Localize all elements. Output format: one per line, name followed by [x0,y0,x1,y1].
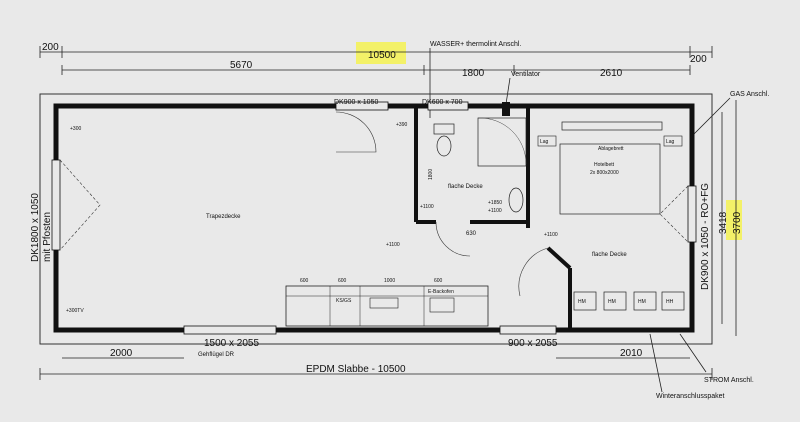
dim-bottom-right: 2010 [620,348,643,359]
window-left-side [51,159,61,251]
dim-left-offset: 200 [42,42,59,53]
socket-1100b: +1100 [488,208,502,214]
dim-segment-right: 2610 [600,68,623,79]
dim-630: 630 [466,231,477,237]
socket-300tv: +300TV [66,308,84,314]
window-top-left [335,101,389,111]
cabinet-width-4: 600 [434,278,443,284]
top-dimension-lines [39,46,713,75]
socket-300: +300 [70,126,81,132]
socket-1100: +1100 [420,204,434,210]
main-entrance-door [183,325,277,335]
bathroom: flache Decke 1800 +1850 +1100 +1100 +390 [396,117,527,214]
door-main-room-swing [335,111,377,153]
dim-segment-middle: 1800 [462,68,485,79]
dim-1800: 1800 [428,169,434,180]
shelf-label: Ablagebrett [598,146,624,152]
wardrobe-4: HH [666,299,674,305]
window-right-side [687,185,697,243]
gas-connection-label: GAS Anschl. [730,91,769,98]
bedroom: Ablagebrett Hotelbett 2x 800x2000 Lag La… [537,121,685,311]
socket-390: +390 [396,122,407,128]
ventilator-box [502,102,510,116]
bedroom-entrance-door [499,325,557,335]
wash-basin [508,187,524,213]
dim-segment-left: 5670 [230,60,253,71]
door-main-note: Gehflügel DR [198,352,235,358]
dim-bottom-slab: EPDM Slabbe - 10500 [306,364,406,375]
window-right-side-label: DK900 x 1050 - RO+FG [700,183,711,290]
water-connection-label: WASSER+ thermolint Anschl. [430,41,521,48]
power-connection-label: STROM Anschl. [704,377,754,384]
ventilator-label: Ventilator [511,71,541,78]
oven-label: E-Backofen [428,289,454,295]
wardrobe-1: HM [578,299,586,305]
fridge-label: KS/GS [336,298,352,304]
cabinet-width-3: 1000 [384,278,395,284]
dim-total-width: 10500 [368,50,396,61]
socket-1100c: +1100 [544,232,558,238]
gas-leader [689,97,731,139]
winter-package-label: Winteranschlusspaket [656,393,725,400]
window-top-middle-label: DK600 x 700 [422,99,463,106]
shelf-board [561,121,663,131]
ventilator-leader [505,77,511,105]
winter-leader [649,333,663,393]
nightstand-left: Lag [540,139,549,145]
door-main-size: 1500 x 2055 [204,338,259,349]
door-bedroom-size: 900 x 2055 [508,338,558,349]
toilet [436,135,452,157]
window-right-swing [659,185,689,243]
socket-1100d: +1100 [386,242,400,248]
nightstand-right: Lag [666,139,675,145]
outer-slab-outline [39,93,713,345]
dim-height-total: 3700 [732,211,743,234]
bed-size: 2x 800x2000 [590,170,619,176]
dim-height-inner: 3418 [718,211,729,234]
bed-label: Hotelbett [594,162,615,168]
window-top-left-label: DK900 x 1050 [334,99,378,106]
bottom-dimension-lines [39,357,713,380]
highlight-total-width [356,42,406,64]
door-bath-swing [435,221,471,257]
cabinet-width-1: 600 [300,278,309,284]
sink [369,297,399,309]
door-bedroom-swing [518,247,549,297]
kitchen-counter: KS/GS E-Backofen [285,285,489,327]
shower-tray [477,117,527,167]
window-left-side-label: DK1800 x 1050 [30,193,41,262]
bedroom-ceiling-label: flache Decke [592,252,627,258]
dim-right-offset: 200 [690,54,707,65]
window-left-swing [59,159,101,251]
power-leader [679,333,707,373]
main-ceiling-label: Trapezdecke [206,214,241,220]
highlight-height [726,200,742,240]
wardrobe-3: HM [638,299,646,305]
socket-1850: +1850 [488,200,502,206]
bath-ceiling-label: flache Decke [448,184,483,190]
window-top-middle [427,101,469,111]
window-left-side-note: mit Pfosten [42,212,53,262]
oven [429,297,455,313]
bed [559,143,661,215]
wardrobe-2: HM [608,299,616,305]
cabinet-width-2: 600 [338,278,347,284]
interior-walls [414,108,572,330]
dim-bottom-left: 2000 [110,348,133,359]
